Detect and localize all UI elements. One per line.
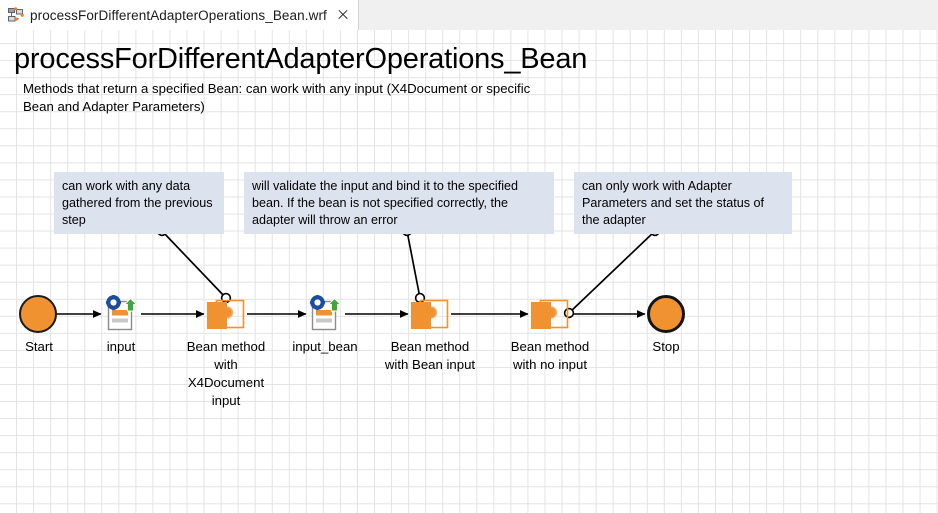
diagram-canvas[interactable]: processForDifferentAdapterOperations_Bea… — [0, 30, 938, 513]
page-subtitle: Methods that return a specified Bean: ca… — [23, 81, 531, 114]
node-input-bean-label: input_bean — [292, 339, 358, 354]
note-validate-and-bind[interactable]: will validate the input and bind it to t… — [244, 172, 554, 234]
note-adapter-parameters-only[interactable]: can only work with Adapter Parameters an… — [574, 172, 792, 234]
puzzle-piece-icon — [207, 299, 245, 329]
node-bean-method-bean-input-label: Bean method with Bean input — [384, 339, 476, 372]
document-gear-icon — [309, 295, 342, 331]
gear-badge — [309, 295, 326, 311]
node-stop[interactable] — [647, 295, 685, 333]
close-icon[interactable] — [336, 8, 350, 22]
editor-tab-bar: processForDifferentAdapterOperations_Bea… — [0, 0, 938, 30]
node-input[interactable] — [103, 295, 139, 333]
green-up-arrow — [123, 297, 138, 312]
puzzle-piece-icon — [531, 299, 569, 329]
node-bean-method-bean-input[interactable] — [409, 296, 451, 334]
node-bean-method-x4document[interactable] — [205, 296, 247, 334]
node-bean-method-x4document-label: Bean method with X4Document input — [186, 339, 266, 408]
node-start[interactable] — [19, 295, 57, 333]
node-start-label: Start — [25, 339, 53, 354]
node-bean-method-no-input-label: Bean method with no input — [510, 339, 590, 372]
tab-label: processForDifferentAdapterOperations_Bea… — [30, 7, 327, 23]
node-input-label: input — [106, 339, 136, 354]
page-title: processForDifferentAdapterOperations_Bea… — [14, 43, 588, 75]
gear-badge — [105, 295, 122, 311]
node-stop-label: Stop — [652, 339, 680, 354]
node-input-bean[interactable] — [307, 295, 343, 333]
node-bean-method-no-input[interactable] — [529, 296, 571, 334]
tab-process-for-different-adapter-operations-bean[interactable]: processForDifferentAdapterOperations_Bea… — [0, 0, 359, 30]
green-up-arrow — [327, 297, 342, 312]
puzzle-piece-icon — [411, 299, 449, 329]
process-diagram-icon — [8, 6, 24, 21]
document-gear-icon — [105, 295, 138, 331]
note-can-work-with-any-data[interactable]: can work with any data gathered from the… — [54, 172, 224, 234]
